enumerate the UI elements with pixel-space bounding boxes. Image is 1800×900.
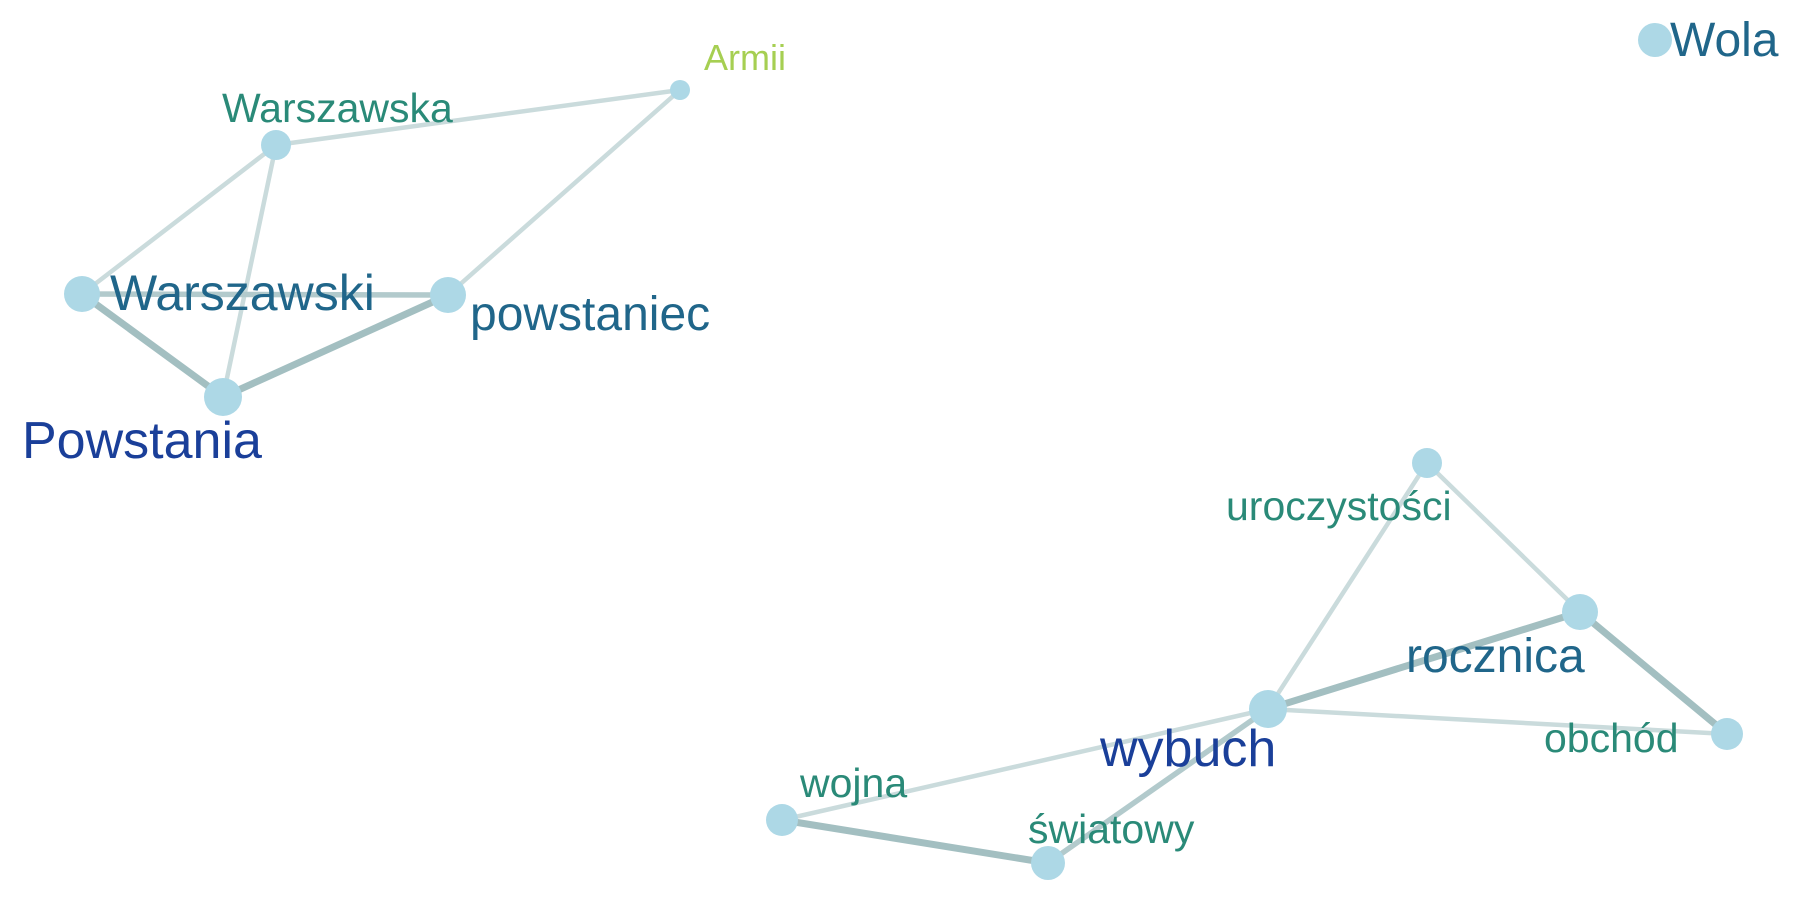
node-wybuch xyxy=(1249,690,1287,728)
node-label-wybuch: wybuch xyxy=(1099,720,1276,778)
edge-wybuch-obchod xyxy=(1265,706,1730,737)
node-label-powstaniec: powstaniec xyxy=(470,288,710,341)
node-armii xyxy=(670,80,690,100)
node-label-wojna: wojna xyxy=(799,760,907,806)
node-wojna xyxy=(766,804,798,836)
node-label-wola: Wola xyxy=(1670,14,1779,67)
node-label-obchod: obchód xyxy=(1544,715,1679,761)
node-label-rocznica: rocznica xyxy=(1406,630,1585,683)
edge-wybuch-rocznica xyxy=(1264,608,1584,713)
node-label-warszawski: Warszawski xyxy=(110,265,375,321)
edge-wybuch-wojna xyxy=(779,706,1271,823)
node-swiatowy xyxy=(1031,846,1065,880)
node-wola xyxy=(1638,23,1672,57)
edge-armii-powstaniec xyxy=(445,87,683,298)
node-label-armii: Armii xyxy=(704,37,786,78)
edge-warszawski-powstania xyxy=(78,290,227,401)
edge-warszawski-powstaniec xyxy=(79,291,451,298)
edge-uroczystosci-wybuch xyxy=(1265,460,1430,712)
node-label-uroczystosci: uroczystości xyxy=(1226,483,1452,529)
edges-layer xyxy=(78,87,1731,867)
edge-uroczystosci-rocznica xyxy=(1424,460,1583,615)
node-label-powstania: Powstania xyxy=(22,412,262,470)
edge-wybuch-swiatowy xyxy=(1045,706,1271,866)
edge-warszawska-warszawski xyxy=(79,142,279,297)
edge-rocznica-obchod xyxy=(1576,608,1731,738)
edge-warszawska-powstania xyxy=(220,142,279,400)
nodes-layer xyxy=(64,23,1743,880)
node-powstania xyxy=(204,378,242,416)
node-label-swiatowy: światowy xyxy=(1028,806,1195,852)
node-powstaniec xyxy=(430,277,466,313)
edge-warszawska-armii xyxy=(273,87,683,148)
node-rocznica xyxy=(1562,594,1598,630)
node-obchod xyxy=(1711,718,1743,750)
node-uroczystosci xyxy=(1412,448,1442,478)
edge-wojna-swiatowy xyxy=(778,816,1052,867)
node-warszawski xyxy=(64,276,100,312)
edge-powstania-powstaniec xyxy=(219,291,452,401)
node-warszawska xyxy=(261,130,291,160)
node-label-warszawska: Warszawska xyxy=(222,85,453,131)
